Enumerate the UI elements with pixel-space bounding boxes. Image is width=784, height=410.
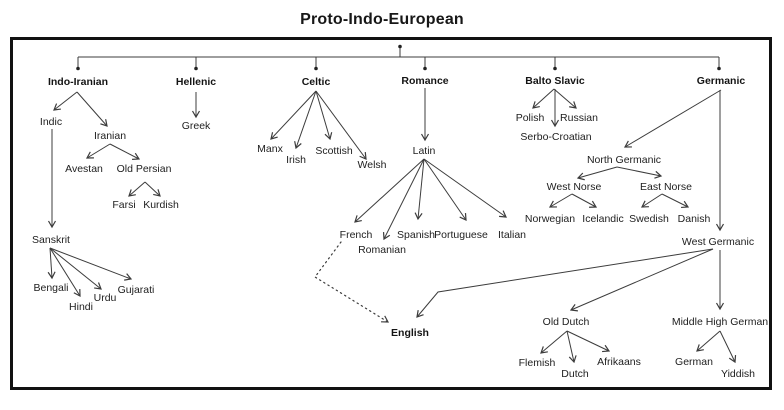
node-serbo-croatian: Serbo-Croatian xyxy=(520,130,592,143)
node-kurdish: Kurdish xyxy=(143,198,179,211)
edge-west-germanic-english xyxy=(416,248,714,318)
node-old-persian: Old Persian xyxy=(116,162,172,175)
node-iranian: Iranian xyxy=(93,129,127,142)
node-yiddish: Yiddish xyxy=(720,367,756,380)
trunk-dot-romance xyxy=(423,66,427,71)
node-spanish: Spanish xyxy=(397,228,435,241)
edge-east-norse-swedish xyxy=(641,193,663,208)
edge-balto-slavic-russian xyxy=(553,88,577,109)
node-celtic: Celtic xyxy=(301,75,331,88)
edge-sanskrit-gujarati xyxy=(49,247,133,281)
edge-middle-high-german-german xyxy=(696,330,721,352)
node-swedish: Swedish xyxy=(629,212,669,225)
node-north-germanic: North Germanic xyxy=(586,153,662,166)
edge-indo-iranian-indic xyxy=(53,91,78,111)
node-icelandic: Icelandic xyxy=(582,212,624,225)
edge-celtic-scottish xyxy=(315,90,333,141)
node-english: English xyxy=(391,326,429,339)
node-latin: Latin xyxy=(412,144,436,157)
node-urdu: Urdu xyxy=(93,291,117,304)
node-german: German xyxy=(675,355,713,368)
node-french: French xyxy=(339,228,373,241)
node-polish: Polish xyxy=(515,111,545,124)
node-east-norse: East Norse xyxy=(640,180,692,193)
edge-north-germanic-west-norse xyxy=(576,166,618,181)
node-west-germanic: West Germanic xyxy=(681,235,755,248)
node-romanian: Romanian xyxy=(358,243,406,256)
node-afrikaans: Afrikaans xyxy=(597,355,641,368)
trunk-dot-germanic xyxy=(717,66,721,71)
trunk-dot-celtic xyxy=(314,66,318,71)
node-norwegian: Norwegian xyxy=(524,212,576,225)
node-dutch: Dutch xyxy=(561,367,589,380)
node-manx: Manx xyxy=(257,142,283,155)
diagram-frame xyxy=(10,37,772,390)
diagram-title: Proto-Indo-European xyxy=(300,11,464,28)
node-farsi: Farsi xyxy=(112,198,136,211)
edge-west-norse-norwegian xyxy=(548,193,573,208)
edge-sanskrit-bengali xyxy=(47,247,56,280)
node-balto-slavic: Balto Slavic xyxy=(525,74,585,87)
edge-latin-spanish xyxy=(414,158,425,221)
edge-french-english-dotted xyxy=(314,241,390,323)
edge-latin-italian xyxy=(423,158,507,218)
node-scottish: Scottish xyxy=(315,144,353,157)
node-flemish: Flemish xyxy=(518,356,556,369)
edge-latin-french xyxy=(354,158,425,223)
node-old-dutch: Old Dutch xyxy=(542,315,590,328)
node-irish: Irish xyxy=(286,153,306,166)
trunk-dot-balto-slavic xyxy=(553,66,557,71)
edge-indo-iranian-iranian xyxy=(76,91,108,127)
edge-latin-romanian xyxy=(382,158,425,241)
edge-celtic-manx xyxy=(270,90,317,140)
node-portuguese: Portuguese xyxy=(434,228,488,241)
edge-sanskrit-hindi xyxy=(49,247,81,298)
node-italian: Italian xyxy=(497,228,527,241)
node-greek: Greek xyxy=(181,119,211,132)
node-romance: Romance xyxy=(401,74,449,87)
trunk-dot-hellenic xyxy=(194,66,198,71)
edge-iranian-old-persian xyxy=(109,143,141,160)
edge-old-dutch-flemish xyxy=(540,330,568,354)
edge-east-norse-danish xyxy=(661,193,690,209)
edge-celtic-irish xyxy=(294,90,317,150)
node-middle-high-german: Middle High German xyxy=(671,315,769,328)
edge-west-norse-icelandic xyxy=(571,193,598,208)
edge-celtic-welsh xyxy=(315,90,367,160)
edge-germanic-north-germanic xyxy=(623,89,722,148)
edge-old-persian-farsi xyxy=(128,181,146,197)
node-welsh: Welsh xyxy=(357,158,387,171)
node-bengali: Bengali xyxy=(33,281,69,294)
edge-sanskrit-urdu xyxy=(49,247,102,290)
node-germanic: Germanic xyxy=(696,74,746,87)
edge-middle-high-german-yiddish xyxy=(719,330,737,364)
node-west-norse: West Norse xyxy=(546,180,602,193)
node-russian: Russian xyxy=(560,111,598,124)
trunk-dot-indo-iranian xyxy=(76,66,80,71)
edge-old-dutch-afrikaans xyxy=(566,330,611,353)
node-indic: Indic xyxy=(39,115,63,128)
edge-latin-portuguese xyxy=(423,158,467,221)
node-gujarati: Gujarati xyxy=(117,283,155,296)
edge-west-germanic-old-dutch xyxy=(569,248,714,312)
trunk-root-dot xyxy=(398,44,402,49)
node-sanskrit: Sanskrit xyxy=(32,233,70,246)
edge-old-persian-kurdish xyxy=(144,181,161,197)
edge-old-dutch-dutch xyxy=(566,330,577,364)
node-hindi: Hindi xyxy=(69,300,93,313)
node-indo-iranian: Indo-Iranian xyxy=(47,75,109,88)
edge-iranian-avestan xyxy=(85,143,111,159)
node-avestan: Avestan xyxy=(65,162,103,175)
node-hellenic: Hellenic xyxy=(175,75,217,88)
edge-north-germanic-east-norse xyxy=(616,166,663,179)
edge-balto-slavic-polish xyxy=(532,88,555,109)
node-danish: Danish xyxy=(677,212,711,225)
